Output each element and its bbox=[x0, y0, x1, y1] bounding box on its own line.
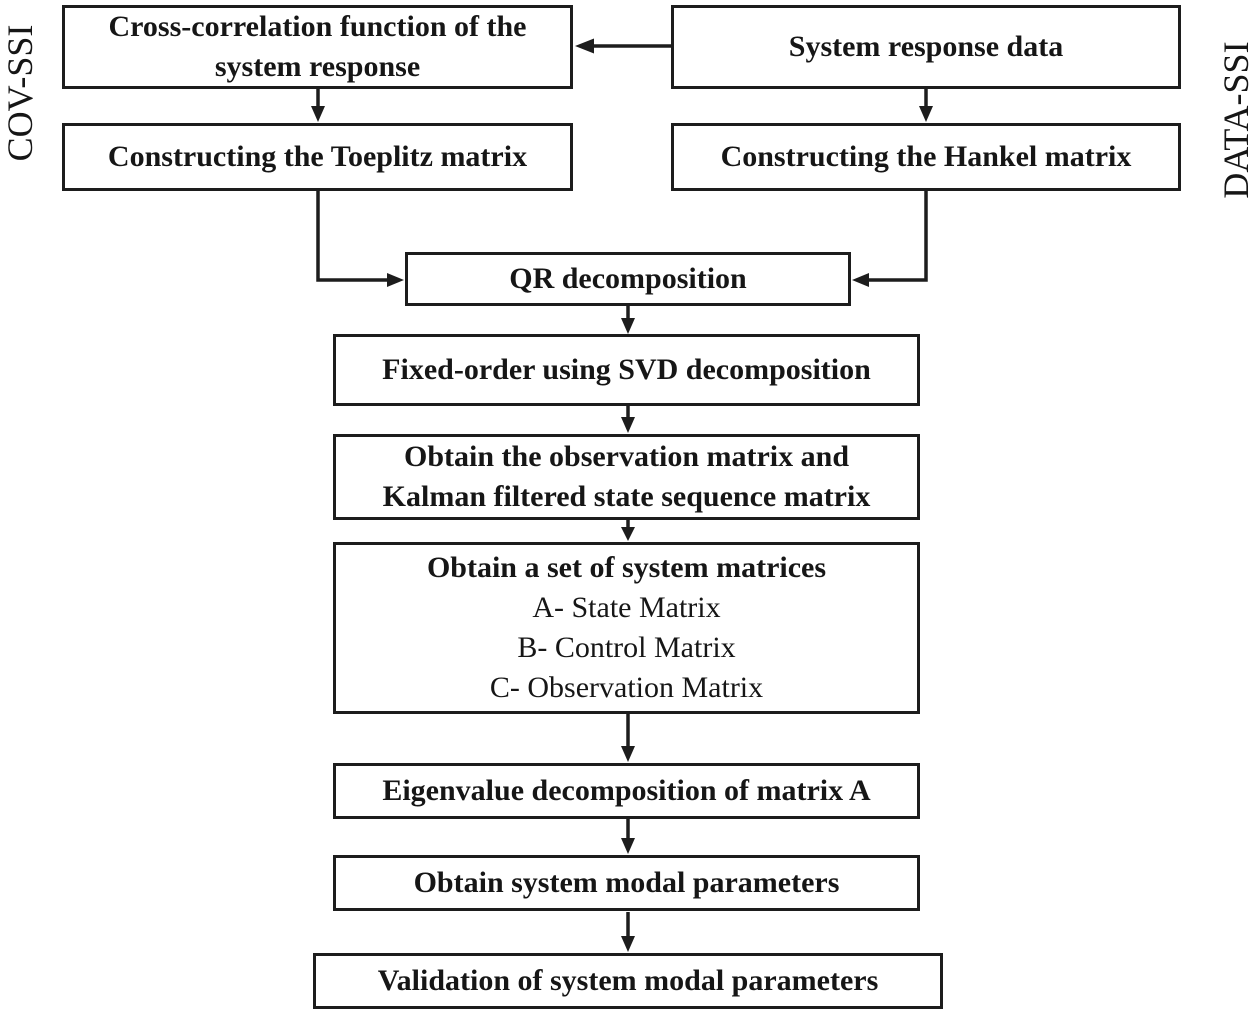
branch-label-cov-ssi: COV-SSI bbox=[0, 24, 40, 162]
arrow-cross-correlation-to-toeplitz bbox=[311, 89, 325, 122]
node-system-matrices-item-a: A- State Matrix bbox=[532, 591, 721, 624]
node-validation-modal-parameters: Validation of system modal parameters bbox=[313, 953, 943, 1009]
node-toeplitz-matrix: Constructing the Toeplitz matrix bbox=[62, 123, 573, 191]
node-fixed-order-svd: Fixed-order using SVD decomposition bbox=[333, 334, 920, 406]
arrow-fixed-order-to-observation bbox=[621, 406, 635, 433]
node-system-matrices-item-c: C- Observation Matrix bbox=[489, 671, 764, 704]
node-cross-correlation: Cross-correlation function of the system… bbox=[62, 5, 573, 89]
node-cross-correlation-line2: system response bbox=[214, 50, 421, 83]
node-system-response-data: System response data bbox=[671, 5, 1181, 89]
branch-label-data-ssi: DATA-SSI bbox=[1216, 41, 1255, 199]
arrow-system-response-to-hankel bbox=[919, 89, 933, 122]
node-eigenvalue-decomposition: Eigenvalue decomposition of matrix A bbox=[333, 763, 920, 819]
node-system-matrices-title: Obtain a set of system matrices bbox=[426, 551, 827, 584]
node-qr-decomposition: QR decomposition bbox=[405, 252, 851, 306]
node-system-matrices: Obtain a set of system matrices A- State… bbox=[333, 542, 920, 714]
arrow-system-response-to-cross-correlation bbox=[575, 38, 671, 54]
arrow-qr-to-fixed-order bbox=[621, 306, 635, 334]
node-cross-correlation-line1: Cross-correlation function of the bbox=[108, 10, 527, 43]
arrow-observation-to-system-matrices bbox=[621, 520, 635, 541]
node-observation-kalman-line1: Obtain the observation matrix and bbox=[403, 440, 850, 473]
node-observation-kalman: Obtain the observation matrix and Kalman… bbox=[333, 434, 920, 520]
arrow-hankel-to-qr bbox=[852, 191, 928, 287]
node-observation-kalman-line2: Kalman filtered state sequence matrix bbox=[382, 480, 871, 513]
node-system-matrices-item-b: B- Control Matrix bbox=[517, 631, 736, 664]
node-modal-parameters: Obtain system modal parameters bbox=[333, 855, 920, 911]
arrow-system-matrices-to-eigen bbox=[621, 714, 635, 762]
arrow-modal-to-validation bbox=[621, 912, 635, 952]
arrow-toeplitz-to-qr bbox=[316, 191, 404, 287]
node-hankel-matrix: Constructing the Hankel matrix bbox=[671, 123, 1181, 191]
arrow-eigen-to-modal bbox=[621, 819, 635, 854]
